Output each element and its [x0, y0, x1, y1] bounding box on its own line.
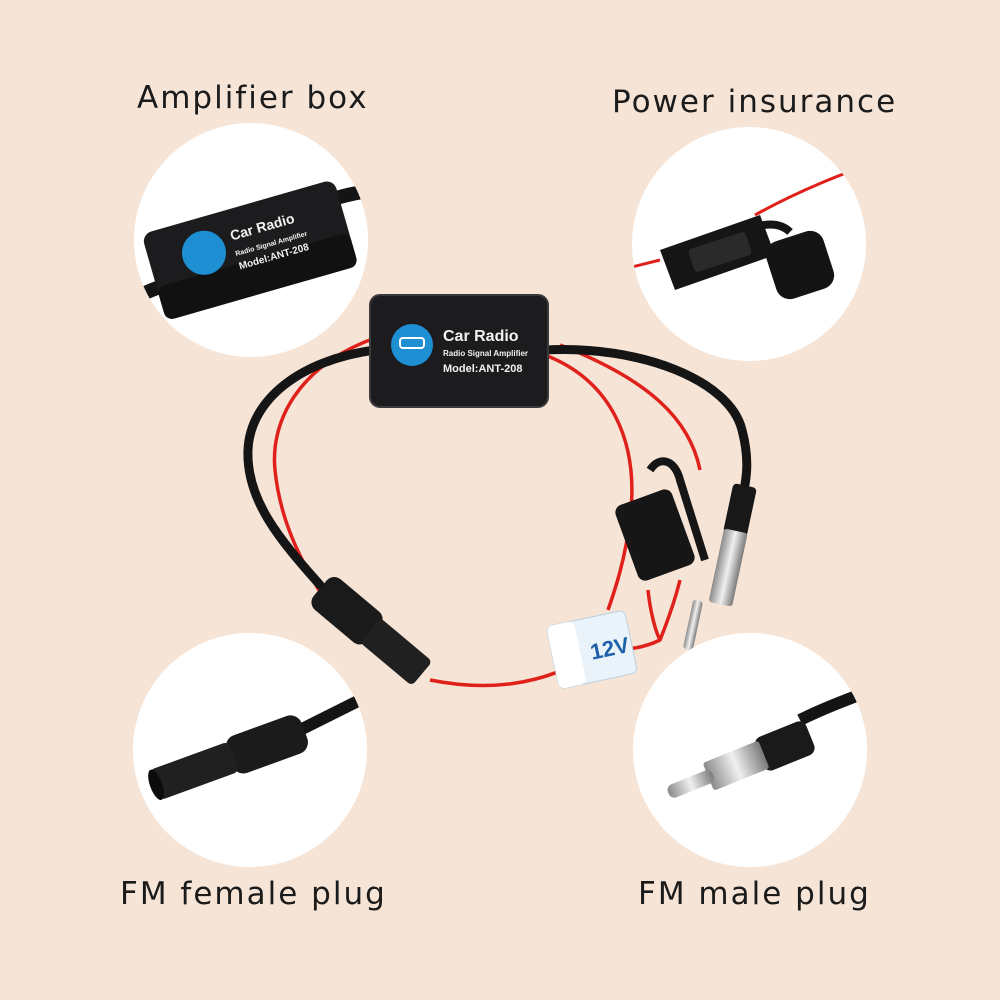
detail-fuse-holder [632, 127, 866, 361]
label-fm-male-plug: FM male plug [638, 876, 871, 912]
amplifier-box: Car Radio Radio Signal Amplifier Model:A… [369, 294, 549, 408]
detail-fm-female-plug [133, 633, 367, 867]
main-male-plug [683, 483, 757, 650]
label-power-insurance: Power insurance [612, 84, 898, 120]
detail-amplifier-box: Car Radio Radio Signal Amplifier Model:A… [134, 123, 368, 357]
brand-badge-icon [391, 324, 433, 366]
detail-brand-badge-icon [181, 230, 226, 275]
label-amplifier-box: Amplifier box [137, 80, 369, 116]
voltage-tag: 12V [546, 610, 638, 689]
device-subtitle: Radio Signal Amplifier [443, 349, 528, 358]
device-model: Model:ANT-208 [443, 363, 522, 375]
device-title: Car Radio [443, 328, 519, 345]
main-fuse-holder [615, 457, 709, 581]
label-fm-female-plug: FM female plug [120, 876, 387, 912]
main-female-plug [311, 576, 431, 684]
detail-fm-male-plug [633, 633, 867, 867]
